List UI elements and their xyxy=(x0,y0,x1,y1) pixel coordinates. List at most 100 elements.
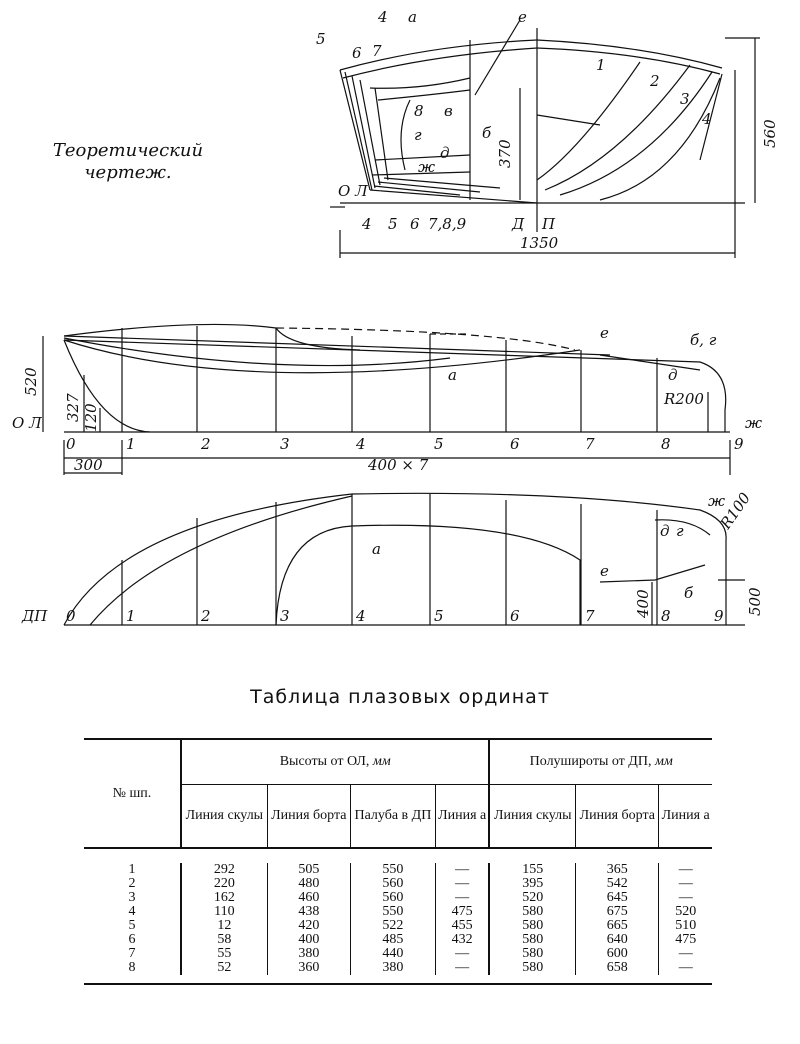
table-cell: 475 xyxy=(434,905,490,919)
drawing-caption: Теоретический чертеж. xyxy=(38,140,218,184)
table-cell: 600 xyxy=(575,947,659,961)
table-cell: 220 xyxy=(179,877,268,891)
profile-label-d: д xyxy=(668,366,678,384)
table-cell: 155 xyxy=(488,863,576,877)
table-cell: 365 xyxy=(575,863,659,877)
label-curve-1: 1 xyxy=(596,56,606,74)
label-8: 8 xyxy=(414,102,424,120)
table-cell: 455 xyxy=(434,919,490,933)
hb-station-3: 3 xyxy=(280,607,290,625)
table-cell: 665 xyxy=(575,919,659,933)
hb-station-8: 8 xyxy=(661,607,671,625)
label-g: г xyxy=(414,126,422,144)
table-cell: 560 xyxy=(349,891,436,905)
station-5: 5 xyxy=(434,435,444,453)
label-789-bottom: 7,8,9 xyxy=(428,215,467,233)
table-cell: 510 xyxy=(658,919,712,933)
table-cell: — xyxy=(434,891,490,905)
label-ol: О Л xyxy=(338,182,368,200)
label-zh: ж xyxy=(418,158,435,176)
label-a-top: а xyxy=(408,8,417,26)
label-v: в xyxy=(444,102,453,120)
table-cell: 520 xyxy=(488,891,576,905)
table-cell: 480 xyxy=(266,877,351,891)
table-cell: 485 xyxy=(349,933,436,947)
label-d-dp: Д xyxy=(511,215,525,233)
table-cell: 3 xyxy=(128,890,136,905)
dim-1350: 1350 xyxy=(520,234,559,252)
col-hb-line-a: Линия а xyxy=(658,784,712,848)
col-station-number: № шп. xyxy=(84,739,181,849)
table-cell: 560 xyxy=(349,877,436,891)
label-7: 7 xyxy=(372,42,382,60)
table-cell: — xyxy=(434,961,490,975)
table-cell: 520 xyxy=(658,905,712,919)
dim-370: 370 xyxy=(496,139,514,168)
dim-120: 120 xyxy=(82,403,100,432)
table-cell: 542 xyxy=(575,877,659,891)
caption-line-2: чертеж. xyxy=(84,162,172,183)
table-cell: 360 xyxy=(266,961,351,975)
dim-400x7: 400 × 7 xyxy=(367,456,429,474)
table-cell: 162 xyxy=(179,891,268,905)
group-heights-header: Высоты от ОЛ, мм xyxy=(179,739,490,785)
hb-station-0: 0 xyxy=(66,607,76,625)
label-6-bottom: 6 xyxy=(410,215,420,233)
label-e-top: е xyxy=(518,8,527,26)
table-cell: 12 xyxy=(179,919,268,933)
label-dp-3: ДП xyxy=(21,607,48,625)
label-b: б xyxy=(482,124,492,142)
profile-label-bg: б, г xyxy=(690,331,717,349)
table-cell: 580 xyxy=(488,905,576,919)
profile-label-e: е xyxy=(600,324,609,342)
station-4: 4 xyxy=(355,435,366,453)
table-cell: — xyxy=(434,863,490,877)
label-curve-4: 4 xyxy=(701,110,712,128)
station-9: 9 xyxy=(734,435,744,453)
hb-dim-500: 500 xyxy=(746,587,764,616)
table-cell: 438 xyxy=(266,905,351,919)
half-breadth-drawing: ДП 0 1 2 3 4 5 6 7 8 9 а е б д г ж R100 … xyxy=(21,489,764,626)
table-cell: 645 xyxy=(575,891,659,905)
table-cell: 110 xyxy=(179,905,268,919)
hb-station-5: 5 xyxy=(434,607,444,625)
hb-dim-400: 400 xyxy=(634,589,652,619)
hb-station-1: 1 xyxy=(126,607,136,625)
table-cell: 460 xyxy=(266,891,351,905)
table-cell: 550 xyxy=(349,863,436,877)
hb-label-e: е xyxy=(600,562,609,580)
hb-label-a: а xyxy=(372,540,381,558)
table-title: Таблица плазовых ординат xyxy=(250,686,550,708)
hb-station-2: 2 xyxy=(200,607,211,625)
table-cell: 7 xyxy=(128,946,136,961)
table-cell: 5 xyxy=(128,918,136,933)
profile-label-a: а xyxy=(448,366,457,384)
dim-560: 560 xyxy=(761,119,779,148)
table-cell: 658 xyxy=(575,961,659,975)
dim-327: 327 xyxy=(64,393,82,422)
hb-label-b: б xyxy=(684,584,694,602)
hb-station-9: 9 xyxy=(714,607,724,625)
col-h-chine: Линия скулы xyxy=(179,784,268,848)
table-cell: — xyxy=(658,947,712,961)
col-hb-chine: Линия скулы xyxy=(488,784,576,848)
table-cell: 6 xyxy=(128,932,136,947)
table-cell: 580 xyxy=(488,919,576,933)
table-cell: 475 xyxy=(658,933,712,947)
label-d: д xyxy=(440,144,450,162)
table-cell: 640 xyxy=(575,933,659,947)
station-7: 7 xyxy=(585,435,595,453)
ordinates-table: № шп. Высоты от ОЛ, мм Полуширoты от ДП,… xyxy=(84,738,712,989)
table-cell: 52 xyxy=(179,961,268,975)
label-5: 5 xyxy=(316,30,326,48)
label-ol-2: О Л xyxy=(12,414,42,432)
profile-label-r200: R200 xyxy=(663,390,704,408)
table-cell: 580 xyxy=(488,947,576,961)
label-curve-3: 3 xyxy=(680,90,690,108)
table-cell: 55 xyxy=(179,947,268,961)
